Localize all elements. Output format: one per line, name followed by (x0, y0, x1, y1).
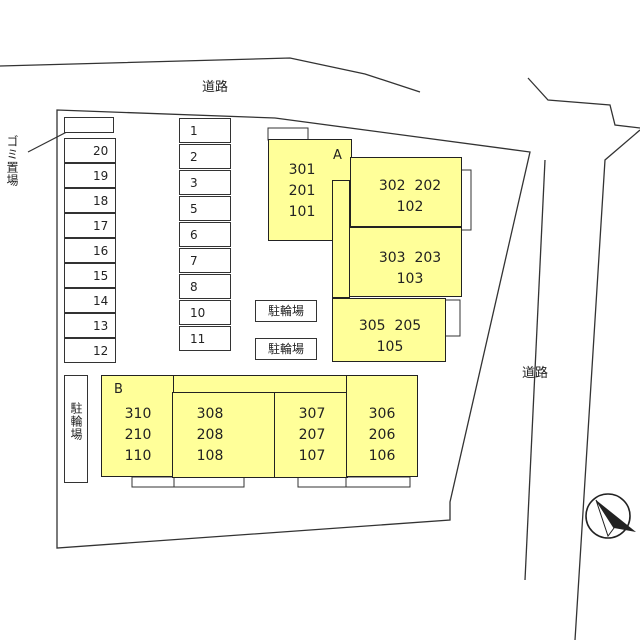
building-a-unit-305 (332, 298, 446, 362)
parking-space: 8 (179, 274, 231, 299)
bike-parking-vertical-label: 駐輪場 (69, 402, 83, 441)
building-b-corridor (172, 375, 348, 393)
bike-parking-2: 駐輪場 (255, 338, 317, 360)
unit-numbers-310: 310 210 110 (124, 406, 152, 464)
parking-space: 12 (64, 338, 116, 363)
parking-space: 1 (179, 118, 231, 143)
unit-numbers-305: 305 205 105 (358, 318, 422, 355)
parking-space: 11 (179, 326, 231, 351)
road-corner-line (527, 77, 640, 129)
parking-space: 2 (179, 144, 231, 169)
road-right-edge-left (524, 159, 546, 581)
parking-space: 18 (64, 188, 116, 213)
parking-space: 5 (179, 196, 231, 221)
parking-space: 17 (64, 213, 116, 238)
bike-parking-1: 駐輪場 (255, 300, 317, 322)
parking-space: 19 (64, 163, 116, 188)
road-label-right: 道路 (522, 366, 549, 381)
building-b-unit-308 (172, 392, 276, 478)
building-a-label: A (333, 148, 342, 163)
parking-space: 10 (179, 300, 231, 325)
unit-numbers-302: 302 202 102 (378, 178, 442, 215)
road-label-top: 道路 (202, 80, 229, 95)
garbage-area (64, 117, 114, 133)
parking-space: 3 (179, 170, 231, 195)
road-top-edge (0, 57, 421, 93)
unit-numbers-303: 303 203 103 (378, 250, 442, 287)
unit-numbers-301: 301 201 101 (288, 162, 316, 220)
parking-space: 7 (179, 248, 231, 273)
bike-parking-vertical (64, 375, 88, 483)
parking-space: 16 (64, 238, 116, 263)
building-b-unit-306 (346, 375, 418, 477)
north-arrow-icon (585, 493, 636, 539)
road-right-edge-right (574, 129, 640, 640)
unit-numbers-306: 306 206 106 (368, 406, 396, 464)
building-a-connector (332, 180, 350, 298)
site-boundary (56, 109, 531, 549)
unit-numbers-307: 307 207 107 (298, 406, 326, 464)
parking-space: 6 (179, 222, 231, 247)
parking-space: 13 (64, 313, 116, 338)
building-b-unit-310 (101, 375, 174, 477)
unit-numbers-308: 308 208 108 (196, 406, 224, 464)
building-b-label: B (114, 382, 123, 397)
parking-space: 15 (64, 263, 116, 288)
parking-space: 20 (64, 138, 116, 163)
building-a-unit-302 (350, 157, 462, 227)
parking-space: 14 (64, 288, 116, 313)
garbage-area-label: ゴミ置場 (5, 135, 19, 187)
